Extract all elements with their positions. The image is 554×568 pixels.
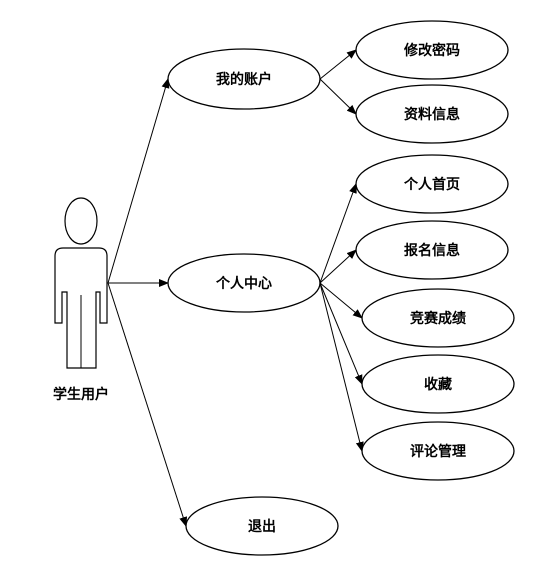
use-case-registration-info[interactable]: 报名信息 (355, 220, 509, 280)
node-label: 报名信息 (404, 242, 460, 259)
node-shape (185, 496, 339, 556)
use-case-profile-info[interactable]: 资料信息 (355, 84, 509, 144)
node-label: 退出 (248, 518, 276, 535)
node-shape (167, 253, 321, 313)
actor-student-user: 学生用户 (53, 197, 109, 403)
node-label: 资料信息 (404, 106, 460, 123)
use-case-competition-results[interactable]: 竞赛成绩 (361, 288, 515, 348)
node-shape (361, 288, 515, 348)
node-shape (355, 20, 509, 80)
use-case-change-password[interactable]: 修改密码 (355, 20, 509, 80)
edge-actor-to-my-account (107, 78, 170, 284)
use-case-personal-center[interactable]: 个人中心 (167, 253, 321, 313)
node-shape (355, 220, 509, 280)
edge-personal-center-to-personal-home (319, 183, 357, 284)
use-case-personal-home[interactable]: 个人首页 (355, 154, 509, 214)
edge-actor-to-logout (107, 282, 188, 527)
node-label: 竞赛成绩 (410, 310, 466, 327)
node-label: 收藏 (424, 376, 452, 393)
use-case-my-account[interactable]: 我的账户 (167, 48, 321, 110)
node-label: 个人首页 (403, 176, 460, 193)
node-shape (355, 84, 509, 144)
node-label: 我的账户 (216, 71, 272, 88)
use-case-favorites[interactable]: 收藏 (361, 354, 515, 414)
actor-label: 学生用户 (53, 386, 109, 403)
node-shape (167, 48, 321, 110)
use-case-logout[interactable]: 退出 (185, 496, 339, 556)
node-label: 修改密码 (403, 42, 460, 59)
edge-personal-center-to-competition-results (319, 282, 363, 319)
node-shape (355, 154, 509, 214)
edge-my-account-to-change-password (319, 49, 357, 80)
node-label: 评论管理 (410, 443, 466, 460)
edge-personal-center-to-comment-management (319, 282, 364, 452)
actor-head (64, 197, 98, 245)
node-label: 个人中心 (215, 275, 272, 292)
node-shape (361, 421, 515, 481)
edge-personal-center-to-registration-info (319, 249, 357, 284)
edge-my-account-to-profile-info (319, 78, 357, 115)
edges (107, 49, 364, 527)
use-case-comment-management[interactable]: 评论管理 (361, 421, 515, 481)
node-shape (361, 354, 515, 414)
edge-personal-center-to-favorites (319, 282, 363, 385)
